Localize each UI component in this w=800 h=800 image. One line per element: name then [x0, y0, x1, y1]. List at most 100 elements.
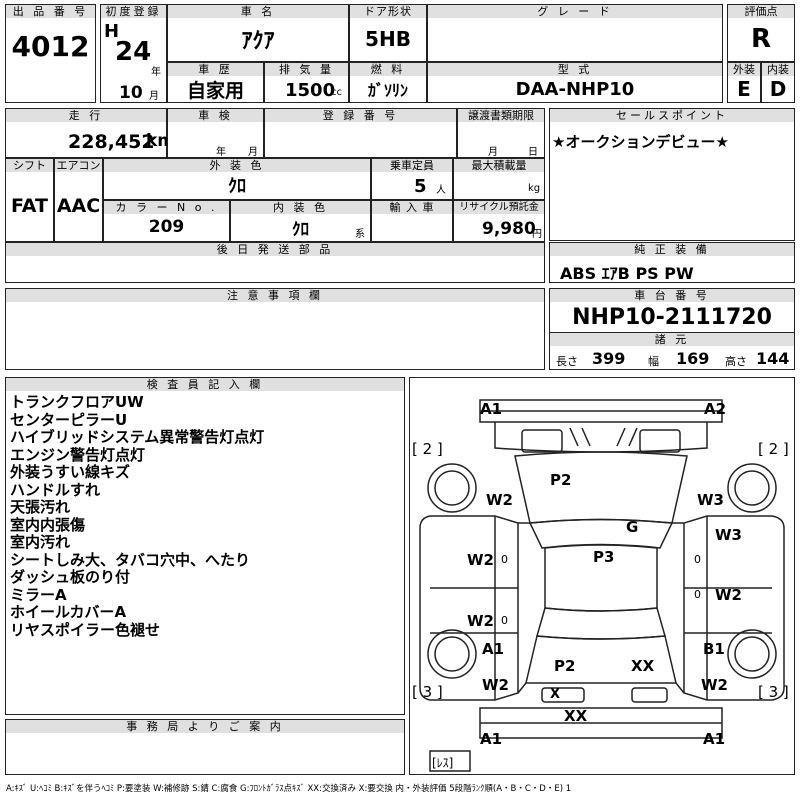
- lot-no-box: 出 品 番 号 4012: [5, 4, 96, 103]
- remark-item: エンジン警告灯点灯: [10, 445, 146, 464]
- model-header: 型 式: [428, 63, 722, 76]
- interior-value: D: [769, 77, 787, 101]
- remark-item: トランクフロアUW: [10, 393, 144, 411]
- car-outline: [419, 399, 785, 772]
- later-parts-box: 後 日 発 送 部 品: [5, 242, 545, 283]
- car-diagram: A1 A2 [ 2 ] [ 2 ] W2 W3 P2 G P3 W2 W3 W2…: [409, 377, 795, 775]
- displacement-header: 排 気 量: [265, 63, 348, 76]
- mark-left-rear-quarter: A1: [482, 640, 505, 658]
- color-no-value: 209: [148, 217, 185, 237]
- year-unit: 年: [151, 67, 161, 78]
- mark-rear-right: A1: [703, 730, 726, 748]
- first-reg-box: 初度登録 H 24 年 10 月: [100, 4, 167, 103]
- score-value: R: [750, 24, 772, 54]
- capacity-value: 5: [414, 176, 427, 197]
- recycle-unit: 円: [532, 229, 542, 240]
- transfer-month-unit: 月: [488, 147, 498, 158]
- score-header: 評価点: [728, 5, 794, 18]
- era-value: H: [104, 21, 120, 42]
- import-box: 輸 入 車: [371, 200, 453, 242]
- month-unit: 月: [149, 91, 159, 102]
- score-box: 評価点 R: [727, 4, 795, 62]
- recycle-header: リサイクル預託金: [454, 201, 544, 214]
- length-value: 399: [592, 349, 626, 368]
- lot-no-value: 4012: [11, 29, 90, 63]
- mark-trunk: P2: [554, 657, 576, 675]
- interior-header: 内装: [762, 63, 794, 76]
- remark-item: 室内汚れ: [10, 533, 71, 551]
- car-name-box: 車 名 ｱｸｱ: [167, 4, 349, 62]
- mark-right-front-pillar-small: 0: [694, 553, 701, 566]
- remark-item: ホイールカバーA: [10, 603, 127, 621]
- inspector-header: 検 査 員 記 入 欄: [6, 378, 404, 391]
- dimensions-header: 諸 元: [550, 332, 794, 346]
- history-box: 車 歴 自家用: [167, 62, 264, 103]
- length-label: 長さ: [556, 355, 578, 368]
- model-value: DAA-NHP10: [515, 78, 635, 100]
- remark-item: ハイブリッドシステム異常警告灯点灯: [10, 428, 265, 446]
- max-load-header: 最大積載量: [454, 159, 544, 172]
- mark-right-rear-quarter: B1: [703, 640, 725, 658]
- mark-left-rear-pillar-small: 0: [501, 614, 508, 627]
- aircon-header: エアコン: [55, 159, 102, 172]
- remark-item: ハンドルすれ: [10, 480, 101, 499]
- mark-rear-lamp: X: [550, 687, 561, 702]
- remark-item: 室内内張傷: [10, 515, 86, 534]
- grade-box: グ レ ー ド: [427, 4, 723, 62]
- car-name-header: 車 名: [168, 5, 348, 18]
- aircon-box: エアコン AAC: [54, 158, 103, 242]
- sales-point-box: セールスポイント ★オークションデビュー★: [549, 108, 795, 241]
- int-color-box: 内 装 色 ｸﾛ 系: [230, 200, 371, 242]
- mark-left-front-door: W2: [467, 551, 494, 569]
- mark-left-front-pillar-small: 0: [501, 553, 508, 566]
- inspection-box: 車 検 年 月: [167, 108, 264, 158]
- remark-item: 外装うすい線キズ: [10, 463, 131, 481]
- mark-spare: [ﾚｽ]: [432, 756, 454, 770]
- color-no-header: カ ラ ー N o .: [104, 201, 229, 214]
- door-box: ドア形状 5HB: [349, 4, 427, 62]
- equipment-box: 純 正 装 備 ABS ｴｱB PS PW: [549, 242, 795, 283]
- chassis-header: 車 台 番 号: [550, 289, 794, 302]
- mark-left-front-fender: W2: [486, 491, 513, 509]
- capacity-unit: 人: [436, 185, 446, 196]
- interior-box: 内装 D: [761, 62, 795, 103]
- width-label: 幅: [648, 355, 659, 368]
- ext-color-value: ｸﾛ: [228, 176, 246, 197]
- mark-windshield: G: [626, 518, 639, 536]
- import-header: 輸 入 車: [372, 201, 452, 214]
- mileage-box: 走 行 228,452 km: [5, 108, 175, 158]
- shift-box: シフト FAT: [5, 158, 54, 242]
- shift-header: シフト: [6, 159, 53, 172]
- max-load-box: 最大積載量 kg: [453, 158, 545, 200]
- shift-value: FAT: [11, 195, 48, 217]
- transfer-header: 譲渡書類期限: [458, 109, 544, 122]
- displacement-unit: cc: [331, 87, 342, 98]
- color-no-box: カ ラ ー N o . 209: [103, 200, 230, 242]
- first-reg-header: 初度登録: [101, 5, 166, 18]
- mileage-header: 走 行: [6, 109, 166, 122]
- history-header: 車 歴: [168, 63, 263, 76]
- displacement-box: 排 気 量 1500 cc: [264, 62, 349, 103]
- model-box: 型 式 DAA-NHP10: [427, 62, 723, 103]
- aircon-value: AAC: [56, 195, 101, 217]
- mark-right-rear-wheel-area: [ 3 ]: [758, 683, 789, 701]
- inspection-year-unit: 年: [216, 147, 226, 158]
- chassis-box: 車 台 番 号 NHP10-2111720 諸 元 長さ 399 幅 169 高…: [549, 288, 795, 370]
- mark-left-rear-door: W2: [467, 612, 494, 630]
- exterior-box: 外装 E: [727, 62, 761, 103]
- mark-bonnet: P2: [550, 471, 572, 489]
- fuel-box: 燃 料 ｶﾞｿﾘﾝ: [349, 62, 427, 103]
- door-header: ドア形状: [350, 5, 426, 18]
- inspection-header: 車 検: [168, 109, 263, 122]
- transfer-day-unit: 日: [528, 147, 538, 158]
- recycle-box: リサイクル預託金 9,980 円: [453, 200, 545, 242]
- height-value: 144: [756, 349, 790, 368]
- grade-value: [428, 18, 722, 60]
- capacity-box: 乗車定員 5 人: [371, 158, 453, 200]
- max-load-unit: kg: [528, 183, 541, 194]
- mark-roof: P3: [593, 548, 615, 566]
- ext-color-box: 外 装 色 ｸﾛ: [103, 158, 371, 200]
- door-value: 5HB: [365, 27, 411, 51]
- mark-rear-left: A1: [480, 730, 503, 748]
- plate-box: 登 録 番 号: [264, 108, 457, 158]
